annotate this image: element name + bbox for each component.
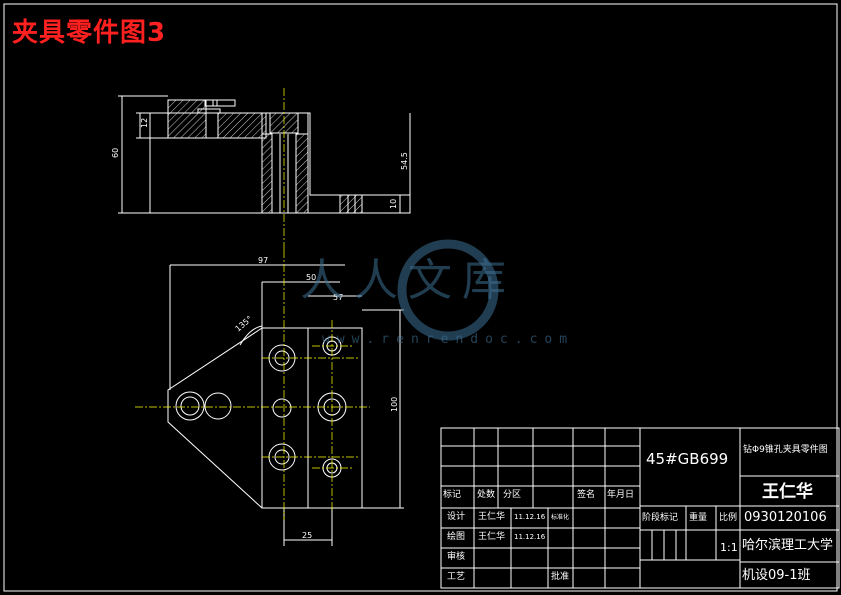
dim-25: 25	[302, 531, 312, 540]
tb-std: 标准化	[551, 514, 570, 521]
dim-60: 60	[111, 148, 120, 158]
tb-designer-name: 王仁华	[762, 482, 813, 502]
tb-sig2: 王仁华	[478, 532, 506, 542]
tb-h-sign: 签名	[577, 490, 596, 500]
watermark-url: www.renrendoc.com	[322, 332, 575, 347]
tb-h-mark: 标记	[443, 490, 462, 500]
dim-54-5: 54.5	[400, 152, 409, 170]
dim-angle: 135°	[234, 314, 255, 333]
dim-97: 97	[258, 256, 268, 265]
tb-h-zone: 分区	[503, 490, 522, 500]
tb-university: 哈尔滨理工大学	[742, 538, 834, 553]
tb-h-scale: 比例	[719, 513, 738, 523]
tb-lbl-draw: 绘图	[447, 532, 466, 542]
front-view	[118, 95, 411, 214]
dim-57: 57	[333, 293, 343, 302]
tb-material: 45#GB699	[646, 450, 729, 468]
tb-part-name: 钻Φ9锥孔夹具零件图	[743, 445, 828, 455]
tb-h-date: 年月日	[607, 490, 635, 500]
tb-date2: 11.12.16	[514, 533, 546, 541]
drawing-frame	[3, 3, 838, 592]
tb-lbl-review: 审核	[447, 552, 466, 562]
dim-12: 12	[140, 118, 149, 128]
tb-date1: 11.12.16	[514, 513, 546, 521]
tb-h-stage: 阶段标记	[642, 513, 679, 523]
dim-100: 100	[390, 397, 399, 412]
tb-h-count: 处数	[477, 490, 496, 500]
tb-class: 机设09-1班	[742, 568, 811, 583]
tb-student-id: 0930120106	[744, 510, 827, 525]
tb-h-weight: 重量	[689, 513, 708, 523]
tb-lbl-process: 工艺	[447, 572, 466, 582]
tb-lbl-approve: 批准	[551, 572, 570, 582]
drawing-title: 夹具零件图3	[12, 18, 167, 48]
tb-lbl-design: 设计	[447, 512, 466, 522]
title-block	[440, 427, 840, 589]
dim-10: 10	[389, 199, 398, 209]
watermark-brand: 人人文库	[300, 255, 516, 306]
tb-sig1: 王仁华	[478, 512, 506, 522]
tb-scale: 1:1	[720, 541, 738, 554]
dim-50: 50	[306, 273, 316, 282]
top-view-centerlines	[135, 250, 370, 520]
